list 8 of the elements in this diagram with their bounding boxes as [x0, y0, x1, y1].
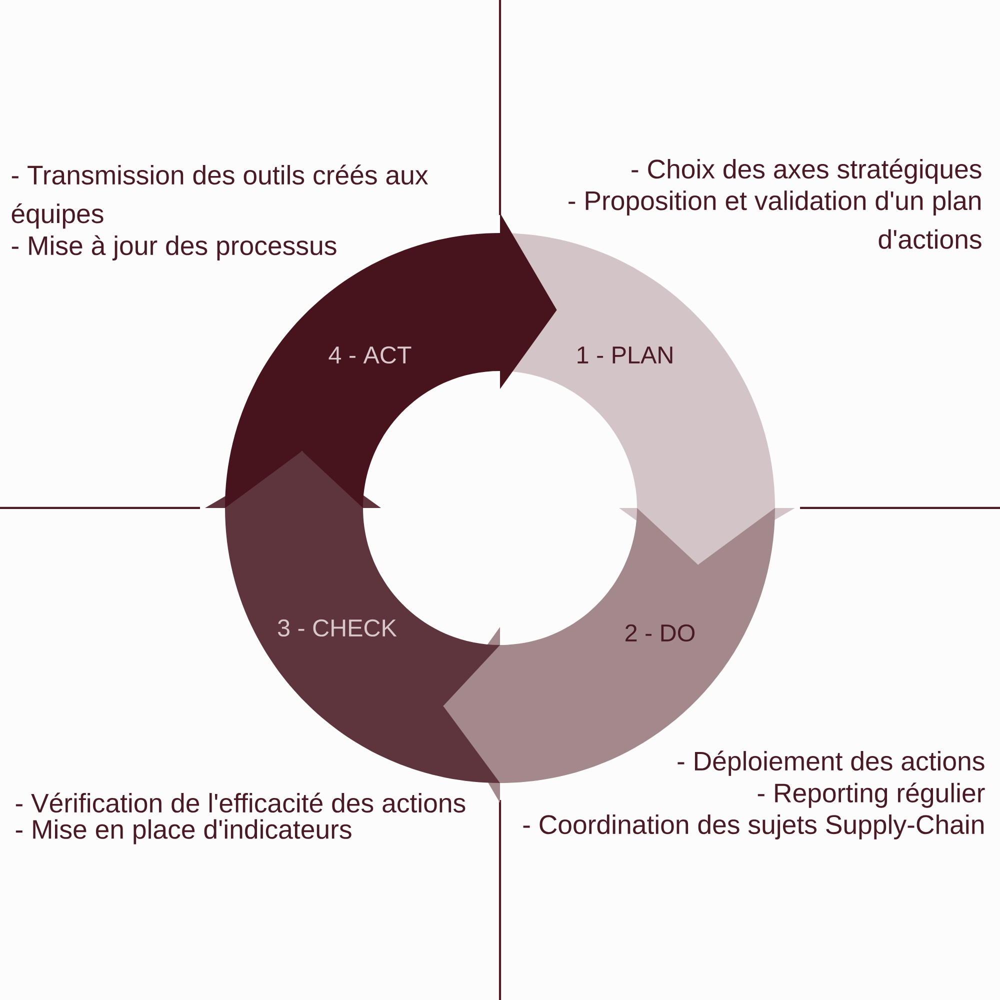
step-description: - Choix des axes stratégiques	[632, 158, 982, 184]
ring-segment: 1 - PLAN	[500, 232, 796, 565]
step-description: - Déploiement des actions	[678, 750, 984, 776]
step-description: - Vérification de l'efficacité des actions	[16, 792, 466, 813]
step-description: - Mise en place d'indicateurs	[16, 819, 352, 844]
step-description: - Coordination des sujets Supply-Chain	[523, 814, 984, 840]
ring-segment: 3 - CHECK	[205, 451, 500, 783]
step-description: - Reporting régulier	[758, 782, 985, 808]
